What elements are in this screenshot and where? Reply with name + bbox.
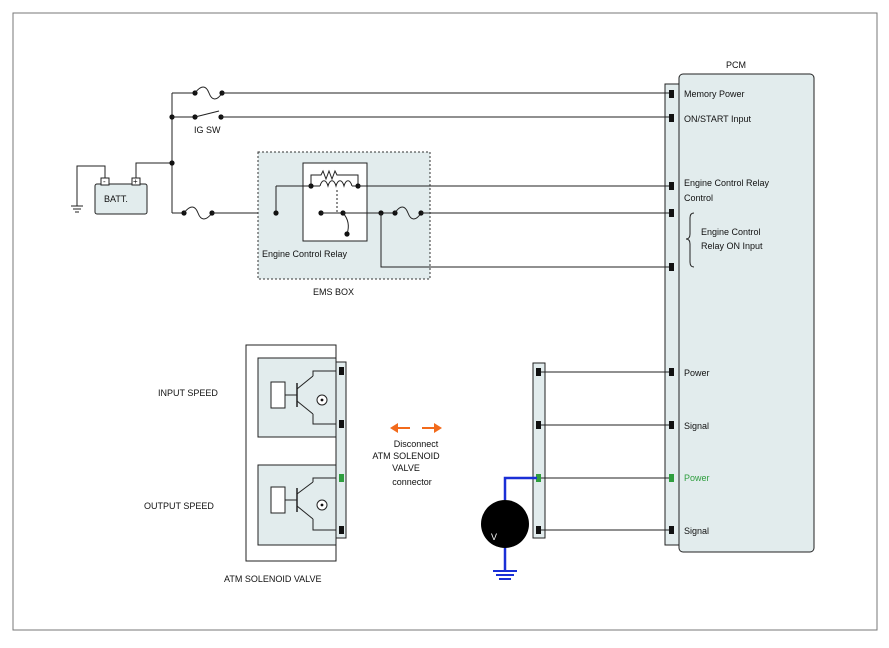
battery-ground-icon [71, 205, 83, 213]
fuse-icon [394, 206, 422, 220]
pcm-label: PCM [726, 60, 746, 70]
supply-wiring: IG SW [169, 86, 669, 220]
voltmeter-probe-wire [503, 476, 537, 500]
pcm-pin-ecr-control [669, 182, 674, 190]
label-ecr-control-2: Control [684, 193, 713, 203]
atm-pin-1 [339, 367, 344, 375]
transistor-icon [296, 400, 314, 415]
harness-pin-2 [536, 421, 541, 429]
label-ecr-on-2: Relay ON Input [701, 241, 763, 251]
disconnect-note: Disconnect ATM SOLENOID VALVE connector [372, 423, 442, 487]
harness-connector [532, 362, 669, 539]
wire [312, 414, 336, 425]
label-on-start-input: ON/START Input [684, 114, 752, 124]
junction-dot [169, 160, 175, 166]
wire [312, 370, 336, 376]
voltmeter: V [481, 476, 537, 580]
pcm-pin-on-start [669, 114, 674, 122]
ems-box: EMS BOX Engine Control Relay [257, 151, 669, 297]
label-pcm-signal-1: Signal [684, 421, 709, 431]
ecr-on-brace [685, 212, 695, 268]
atm-pin-4 [339, 526, 344, 534]
sensor-element-icon [270, 381, 286, 409]
wire-ecr-on-2 [380, 213, 669, 268]
transistor-icon [296, 375, 314, 390]
fuse-icon [183, 206, 213, 220]
junction-dot [273, 210, 279, 216]
input-speed-label: INPUT SPEED [158, 388, 218, 398]
transistor-icon [296, 481, 314, 495]
disconnect-line-3: VALVE [392, 463, 420, 473]
pcm-module: PCM Memory Power ON/START Input Engine C… [664, 60, 815, 553]
pcm-pin-power-2 [669, 474, 674, 482]
output-speed-label: OUTPUT SPEED [144, 501, 214, 511]
wire [312, 477, 336, 482]
ems-box-label: EMS BOX [313, 287, 354, 297]
wire [312, 519, 336, 531]
voltmeter-icon [481, 500, 529, 548]
atm-solenoid-valve-label: ATM SOLENOID VALVE [224, 574, 322, 584]
engine-control-relay-label: Engine Control Relay [262, 249, 348, 259]
pcm-pin-memory-power [669, 90, 674, 98]
battery-plus-label: + [133, 177, 138, 186]
pcm-pin-ecr-on-2 [669, 263, 674, 271]
disconnect-line-1: Disconnect [394, 439, 439, 449]
harness-pin-3 [536, 474, 541, 482]
atm-solenoid-valve: INPUT SPEED OUTPUT SPEED ATM SOLENOID VA… [144, 344, 347, 584]
battery-ground-wire [76, 165, 106, 206]
ig-switch-icon [194, 110, 220, 118]
battery-label: BATT. [104, 194, 128, 204]
engine-control-relay [302, 162, 368, 242]
pcm-pin-signal-1 [669, 421, 674, 429]
pcm-pin-ecr-on-1 [669, 209, 674, 217]
label-pcm-power-1: Power [684, 368, 710, 378]
relay-coil-icon [319, 180, 353, 188]
sensor-element-icon [270, 486, 286, 514]
arrow-left-icon [390, 423, 410, 433]
pcm-connector [664, 83, 680, 546]
harness-pin-1 [536, 368, 541, 376]
transistor-icon [296, 505, 314, 520]
battery-body [94, 183, 148, 215]
battery-plus-wire [135, 162, 172, 178]
atm-pin-3 [339, 474, 344, 482]
harness-pin-4 [536, 526, 541, 534]
battery-minus-label: - [103, 177, 106, 186]
voltmeter-ground-icon [493, 570, 517, 580]
voltmeter-label: V [491, 532, 497, 542]
battery: - + BATT. [71, 162, 172, 215]
label-pcm-power-2: Power [684, 473, 710, 483]
arrow-right-icon [422, 423, 442, 433]
disconnect-line-2: ATM SOLENOID [372, 451, 440, 461]
disconnect-line-4: connector [392, 477, 432, 487]
pcm-pin-power-1 [669, 368, 674, 376]
label-pcm-signal-2: Signal [684, 526, 709, 536]
pcm-pin-signal-2 [669, 526, 674, 534]
atm-valve-connector [335, 361, 347, 539]
sensor-icon-center [320, 398, 324, 402]
label-memory-power: Memory Power [684, 89, 745, 99]
resistor-icon [310, 169, 359, 186]
sensor-icon-center [320, 503, 324, 507]
label-ecr-on-1: Engine Control [701, 227, 761, 237]
atm-pin-2 [339, 420, 344, 428]
harness-connector-body [532, 362, 546, 539]
diagram-frame [12, 12, 878, 631]
label-ecr-control-1: Engine Control Relay [684, 178, 770, 188]
ig-sw-label: IG SW [194, 125, 221, 135]
fuse-icon [194, 86, 223, 100]
relay-contact [344, 231, 350, 237]
